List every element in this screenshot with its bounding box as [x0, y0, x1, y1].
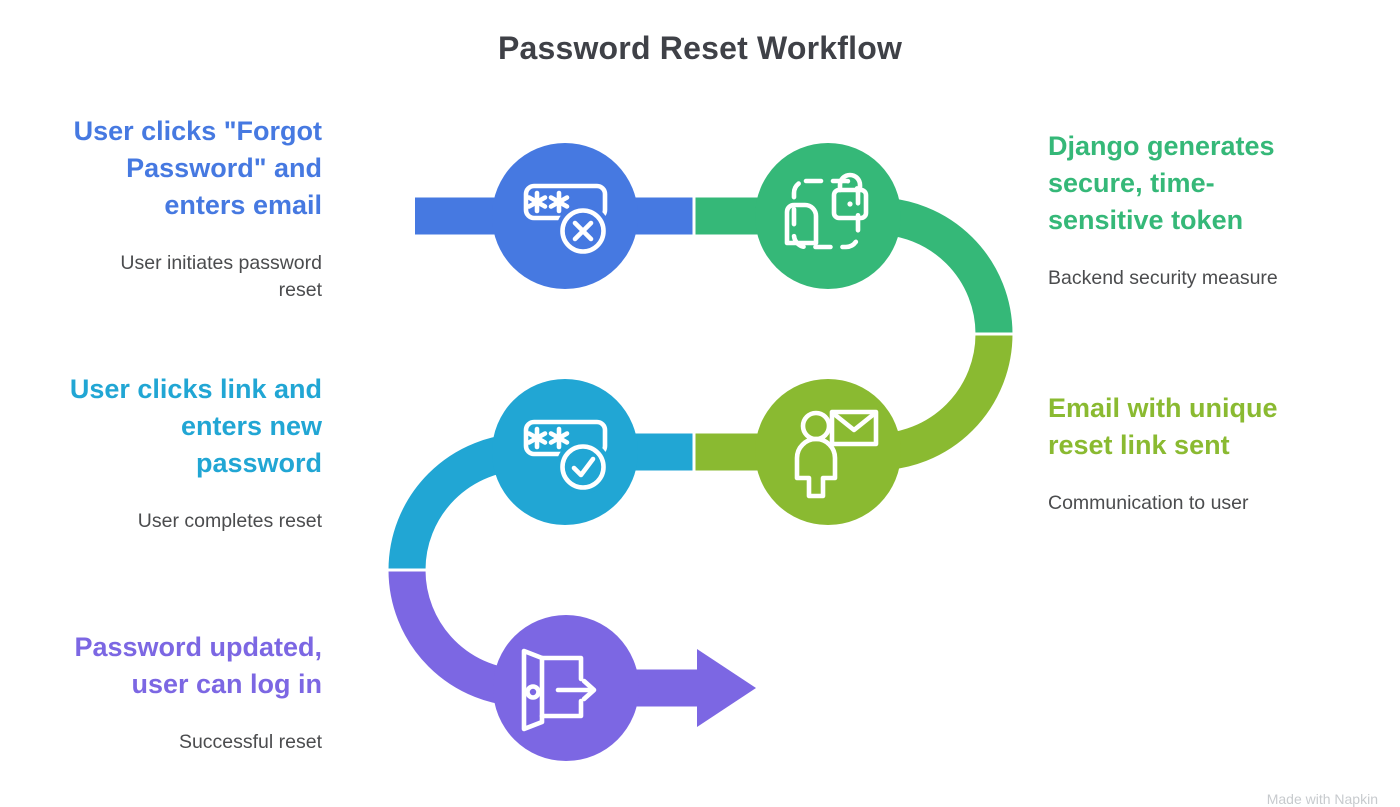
- step1-subtext: User initiates password reset: [120, 252, 322, 301]
- step4-subtext: User completes reset: [137, 510, 322, 532]
- step5-text-block: Password updated, user can log in Succes…: [20, 629, 322, 756]
- password-error-icon: [523, 183, 610, 258]
- password-check-icon: [523, 419, 610, 494]
- secure-token-icon: [784, 172, 869, 250]
- step4-heading: User clicks link and enters new password: [69, 374, 322, 478]
- step2-subtext: Backend security measure: [1048, 267, 1278, 289]
- step3-text-block: Email with unique reset link sent Commun…: [1048, 390, 1388, 517]
- login-icon: [521, 648, 597, 732]
- step4-text-block: User clicks link and enters new password…: [20, 371, 322, 535]
- watermark: Made with Napkin: [1266, 791, 1378, 807]
- step3-heading: Email with unique reset link sent: [1048, 393, 1278, 460]
- page-title: Password Reset Workflow: [497, 30, 903, 66]
- step5-heading: Password updated, user can log in: [74, 632, 322, 699]
- band-seams: [387, 196, 1014, 572]
- step2-heading: Django generates secure, time- sensitive…: [1048, 131, 1275, 235]
- step2-text-block: Django generates secure, time- sensitive…: [1048, 128, 1388, 292]
- step5-subtext: Successful reset: [178, 731, 322, 753]
- step2-circle: [755, 143, 901, 289]
- step3-subtext: Communication to user: [1048, 492, 1249, 514]
- step1-heading: User clicks "Forgot Password" and enters…: [73, 116, 322, 220]
- flow-arrowhead: [697, 649, 756, 727]
- email-sent-icon: [794, 409, 879, 499]
- step3-circle: [755, 379, 901, 525]
- step1-text-block: User clicks "Forgot Password" and enters…: [20, 113, 322, 304]
